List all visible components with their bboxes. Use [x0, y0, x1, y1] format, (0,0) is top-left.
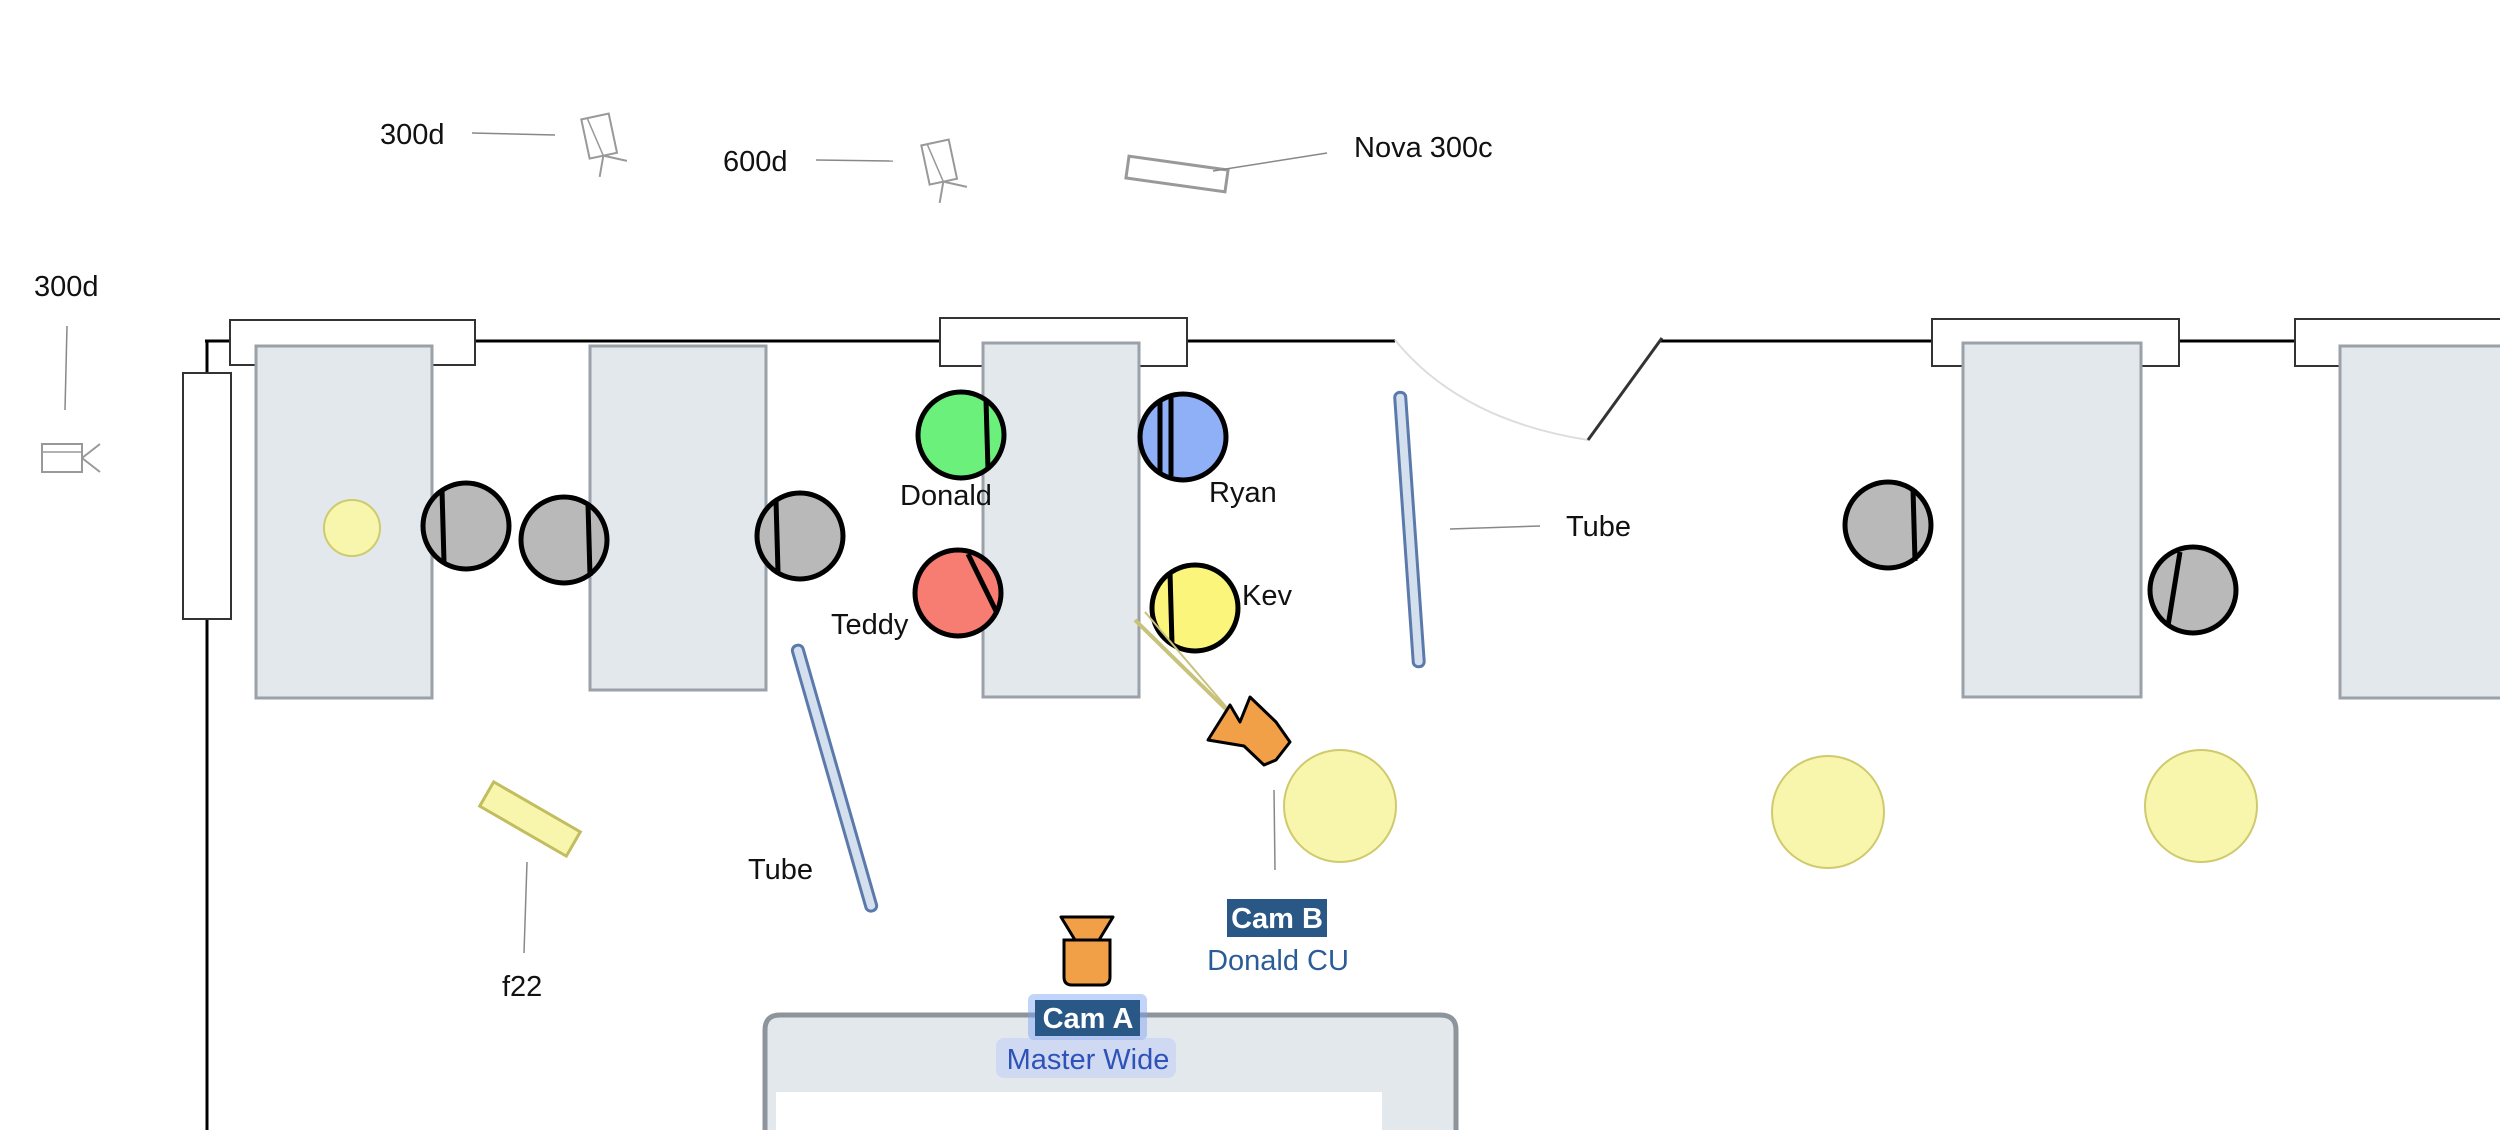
counter[interactable]: [762, 1012, 1459, 1130]
light-label-f22: f22: [502, 971, 542, 1003]
extra-person[interactable]: [518, 494, 610, 586]
tube-light-left[interactable]: [790, 643, 879, 913]
light-fixture-600d[interactable]: [920, 138, 969, 204]
light-fixture-side-300d[interactable]: [41, 443, 101, 473]
door[interactable]: [1394, 330, 1664, 441]
actor-label-donald: Donald: [900, 480, 992, 512]
actor-label-kev: Kev: [1242, 580, 1292, 612]
extra-person[interactable]: [754, 490, 846, 582]
floor-light-f22[interactable]: [477, 779, 583, 859]
extra-person[interactable]: [2147, 544, 2239, 636]
camera-b-description: Donald CU: [1207, 945, 1349, 977]
desk[interactable]: [2338, 344, 2500, 700]
desk[interactable]: [981, 341, 1141, 699]
practical-light[interactable]: [1771, 755, 1885, 869]
light-fixture-nova[interactable]: [1124, 154, 1230, 194]
light-label-side-300d: 300d: [34, 271, 99, 303]
practical-light[interactable]: [323, 499, 381, 557]
camera-a-badge[interactable]: [1035, 1000, 1140, 1036]
actor-donald[interactable]: [915, 389, 1007, 481]
light-fixture-300d[interactable]: [580, 112, 629, 178]
actor-label-teddy: Teddy: [831, 609, 909, 641]
practical-light[interactable]: [1283, 749, 1397, 863]
desk[interactable]: [588, 344, 768, 692]
actor-kev[interactable]: [1149, 562, 1241, 654]
light-label-600d: 600d: [723, 146, 788, 178]
practical-light[interactable]: [2144, 749, 2258, 863]
camera-a[interactable]: [1059, 915, 1115, 987]
desk[interactable]: [1961, 341, 2143, 699]
camera-b[interactable]: [1133, 611, 1292, 767]
camera-b-label: Cam B: [1231, 903, 1323, 935]
extra-person[interactable]: [420, 480, 512, 572]
camera-a-desc-glow: [996, 1038, 1176, 1078]
extra-person[interactable]: [1842, 479, 1934, 571]
light-label-nova: Nova 300c: [1354, 132, 1493, 164]
tube-light-right[interactable]: [1393, 390, 1426, 669]
actor-ryan[interactable]: [1137, 391, 1229, 483]
window[interactable]: [182, 372, 232, 620]
camera-b-badge[interactable]: [1227, 899, 1327, 937]
leader-lines: [64, 132, 1541, 954]
camera-a-label: Cam A: [1043, 1003, 1134, 1035]
tube-label-right: Tube: [1566, 511, 1631, 543]
actor-label-ryan: Ryan: [1209, 477, 1277, 509]
tube-label-left: Tube: [748, 854, 813, 886]
actor-teddy[interactable]: [912, 547, 1004, 639]
light-label-300d: 300d: [380, 119, 445, 151]
camera-a-description: Master Wide: [1007, 1044, 1170, 1076]
